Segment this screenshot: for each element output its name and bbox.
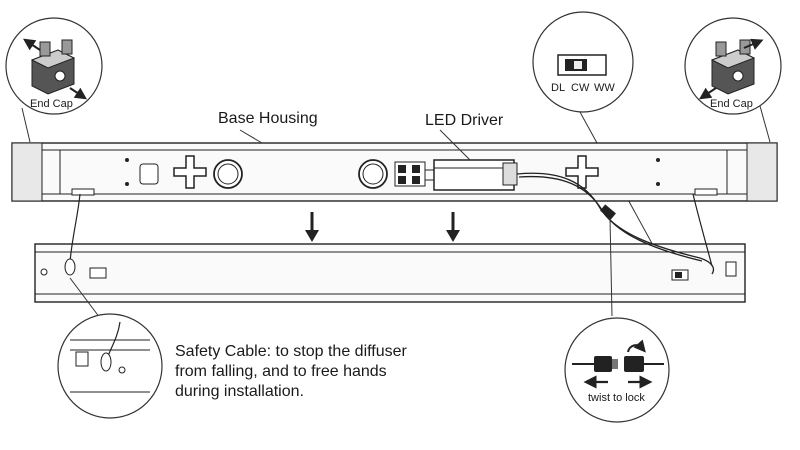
end-cap-label-left: End Cap — [30, 98, 73, 110]
color-switch-callout — [532, 11, 661, 259]
safety-cable-left — [69, 193, 81, 263]
twist-lock-connector — [600, 204, 616, 220]
end-cap-callout-left — [5, 17, 103, 143]
led-driver — [433, 159, 515, 191]
safety-cable-note: Safety Cable: to stop the diffuser from … — [175, 342, 407, 402]
end-cap-right — [746, 142, 778, 202]
safety-note-line: during installation. — [175, 383, 304, 400]
switch-label-cw: CW — [571, 82, 590, 94]
safety-note-line: Safety Cable: to stop the diffuser — [175, 343, 407, 360]
end-cap-callout-right — [684, 17, 782, 143]
safety-cable-callout — [57, 277, 163, 419]
safety-cable-right — [692, 193, 713, 267]
twist-lock-callout — [564, 217, 670, 423]
led-driver-label: LED Driver — [425, 112, 504, 129]
safety-note-line: from falling, and to free hands — [175, 363, 387, 380]
end-cap-label-right: End Cap — [710, 98, 753, 110]
down-arrow-icon — [305, 212, 319, 242]
down-arrow-icon — [446, 212, 460, 242]
rotate-icon — [627, 339, 646, 353]
diffuser — [34, 243, 746, 303]
base-housing — [11, 142, 778, 202]
base-housing-label: Base Housing — [218, 110, 318, 127]
switch-label-ww: WW — [594, 82, 615, 94]
mounting-cross-right — [565, 155, 599, 189]
end-cap-left — [11, 142, 43, 202]
mounting-cross-left — [173, 155, 207, 189]
switch-label-dl: DL — [551, 82, 566, 94]
twist-to-lock-label: twist to lock — [588, 392, 645, 404]
